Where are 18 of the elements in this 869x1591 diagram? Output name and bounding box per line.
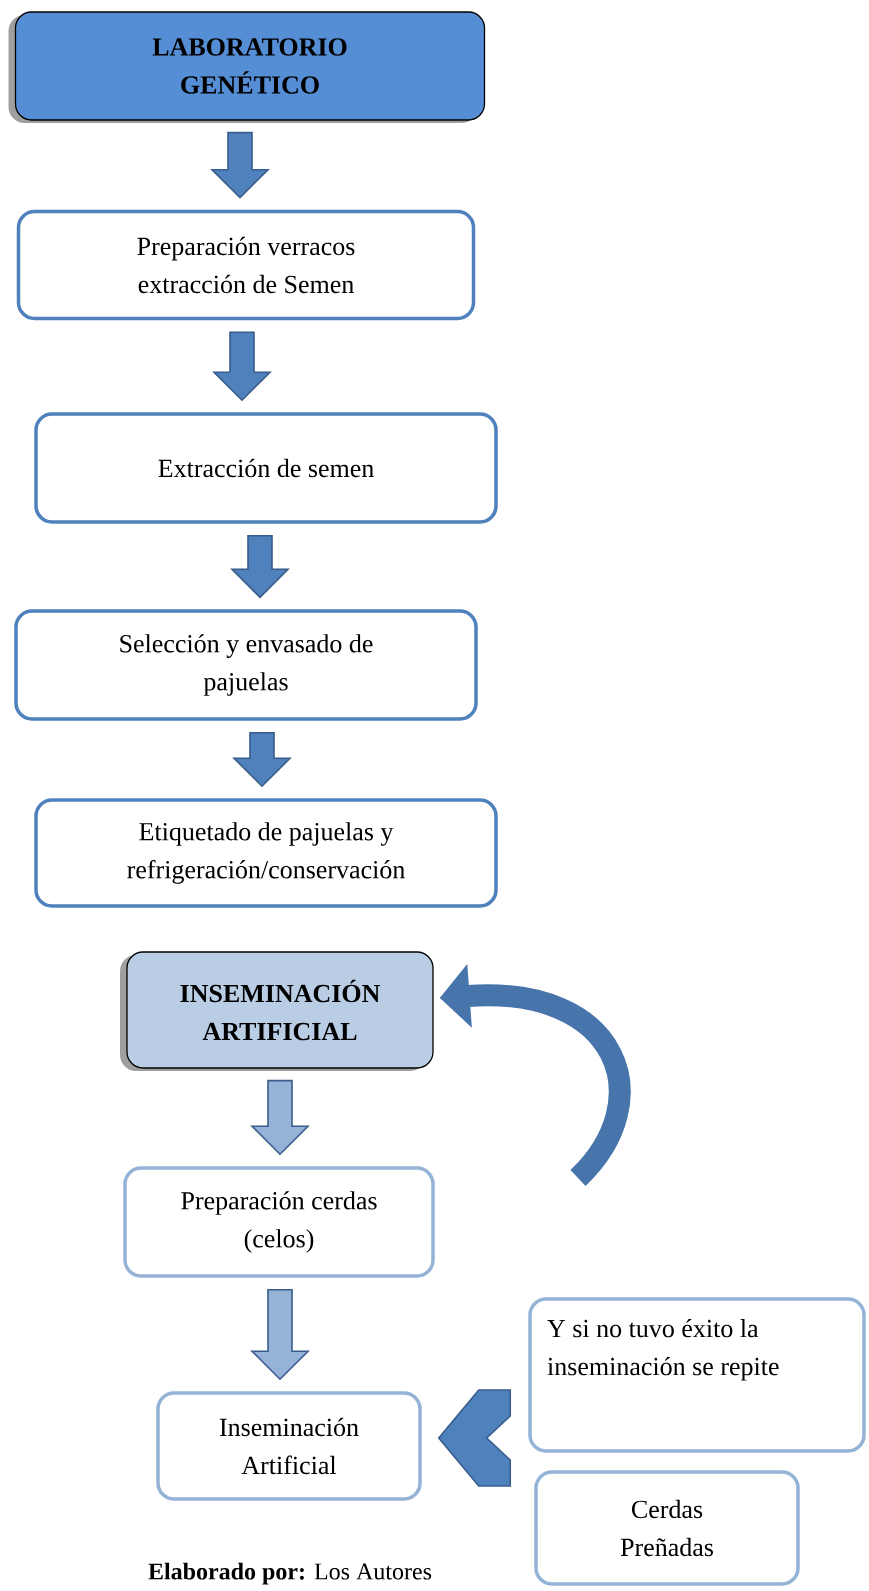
block-arrow: [210, 131, 270, 199]
process-box: Etiquetado de pajuelas y refrigeración/conservación: [34, 798, 498, 908]
process-box: Preparación verracos extracción de Semen: [16, 209, 476, 321]
process-box: Y si no tuvo éxito la inseminación se repite: [528, 1297, 866, 1453]
header-box: LABORATORIO GENÉTICO: [8, 11, 486, 123]
process-box: Extracción de semen: [34, 412, 498, 524]
chevron-arrow: [437, 1389, 512, 1487]
block-arrow: [232, 731, 292, 788]
process-box: Preparación cerdas (celos): [123, 1166, 435, 1278]
block-arrow: [250, 1079, 310, 1156]
caption: Elaborado por: Los Autores: [148, 1562, 432, 1585]
process-box: Selección y envasado de pajuelas: [14, 609, 478, 721]
block-arrow: [230, 534, 290, 599]
block-arrow: [212, 331, 272, 402]
block-arrow: [250, 1288, 310, 1381]
header-box: INSEMINACIÓN ARTIFICIAL: [120, 951, 434, 1071]
process-box: Cerdas Preñadas: [534, 1470, 800, 1586]
process-box: Inseminación Artificial: [156, 1391, 422, 1501]
